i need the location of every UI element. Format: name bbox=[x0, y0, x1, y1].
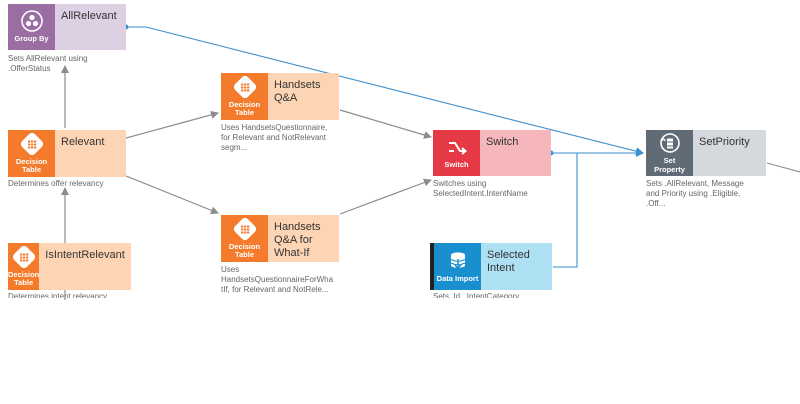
connector-handsetsqa-to-switch[interactable] bbox=[339, 109, 432, 139]
node-type-label: Group By bbox=[14, 34, 49, 44]
decision-table-icon-cell: Decision Table bbox=[8, 130, 55, 177]
node-set-priority[interactable]: Set Property SetPriority bbox=[646, 130, 766, 176]
group-by-icon-cell: Group By bbox=[8, 4, 55, 50]
node-name: SetPriority bbox=[693, 130, 766, 176]
connector-relevant-to-handsetsqawhatif[interactable] bbox=[125, 175, 219, 215]
data-import-icon-cell: Data Import bbox=[430, 243, 481, 290]
set-property-icon bbox=[659, 133, 680, 153]
node-type-label: Decision Table bbox=[228, 99, 261, 117]
node-selected-intent[interactable]: Data Import Selected Intent bbox=[430, 243, 552, 290]
decision-table-icon bbox=[20, 132, 43, 155]
node-type-label: Switch bbox=[444, 160, 469, 170]
node-type-label: Decision Table bbox=[228, 241, 261, 259]
node-type-label: Decision Table bbox=[15, 156, 48, 174]
switch-icon-cell: Switch bbox=[433, 130, 480, 176]
node-switch[interactable]: Switch Switch bbox=[433, 130, 551, 176]
connector-allrelevant-to-setpriority[interactable] bbox=[126, 26, 644, 156]
connector-handsetsqawhatif-to-switch[interactable] bbox=[339, 178, 432, 215]
node-name: Handsets Q&A for What-If bbox=[268, 215, 339, 262]
node-name: AllRelevant bbox=[55, 4, 126, 50]
node-description: Switches using SelectedIntent.IntentName bbox=[433, 179, 528, 198]
connector-relevant-to-handsetsqa[interactable] bbox=[125, 110, 219, 139]
node-type-label: Set Property bbox=[654, 156, 685, 174]
node-description: Sets AllRelevant using .OfferStatus bbox=[8, 54, 88, 73]
node-description: Determines offer relevancy bbox=[8, 179, 104, 188]
node-name: Switch bbox=[480, 130, 551, 176]
node-type-label: Data Import bbox=[436, 273, 479, 283]
node-description: Uses HandsetsQuestionnaireForWha tIf, fo… bbox=[221, 265, 334, 294]
node-all-relevant[interactable]: Group By AllRelevant bbox=[8, 4, 126, 50]
decision-table-icon-cell: Decision Table bbox=[8, 243, 40, 290]
switch-icon bbox=[448, 142, 467, 156]
connector-setpriority-out[interactable] bbox=[766, 162, 800, 173]
node-name: Selected Intent bbox=[481, 243, 552, 290]
node-is-intent-relevant[interactable]: Decision Table IsIntentRelevant bbox=[8, 243, 131, 290]
node-relevant[interactable]: Decision Table Relevant bbox=[8, 130, 126, 177]
node-handsets-qa-whatif[interactable]: Decision Table Handsets Q&A for What-If bbox=[221, 215, 339, 262]
set-property-icon-cell: Set Property bbox=[646, 130, 693, 176]
node-name: Relevant bbox=[55, 130, 126, 177]
decision-table-icon-cell: Decision Table bbox=[221, 73, 268, 120]
node-description: Sets .AllRelevant, Message and Priority … bbox=[646, 179, 744, 208]
node-name: Handsets Q&A bbox=[268, 73, 339, 120]
node-description: Sets .Id, .IntentCategory... bbox=[433, 292, 526, 298]
node-type-label: Decision Table bbox=[8, 269, 40, 287]
decision-table-icon bbox=[12, 245, 35, 268]
node-name: IsIntentRelevant bbox=[39, 243, 131, 290]
node-description: Determines intent relevancy bbox=[8, 292, 108, 298]
decision-table-icon-cell: Decision Table bbox=[221, 215, 268, 262]
decision-table-icon bbox=[233, 75, 256, 98]
connector-selectedintent-to-switch[interactable] bbox=[551, 152, 578, 268]
data-import-icon bbox=[450, 252, 465, 270]
node-description: Uses HandsetsQuestionnaire, for Relevant… bbox=[221, 123, 328, 152]
node-handsets-qa[interactable]: Decision Table Handsets Q&A bbox=[221, 73, 339, 120]
group-by-icon bbox=[20, 10, 43, 33]
decision-table-icon bbox=[233, 217, 256, 240]
